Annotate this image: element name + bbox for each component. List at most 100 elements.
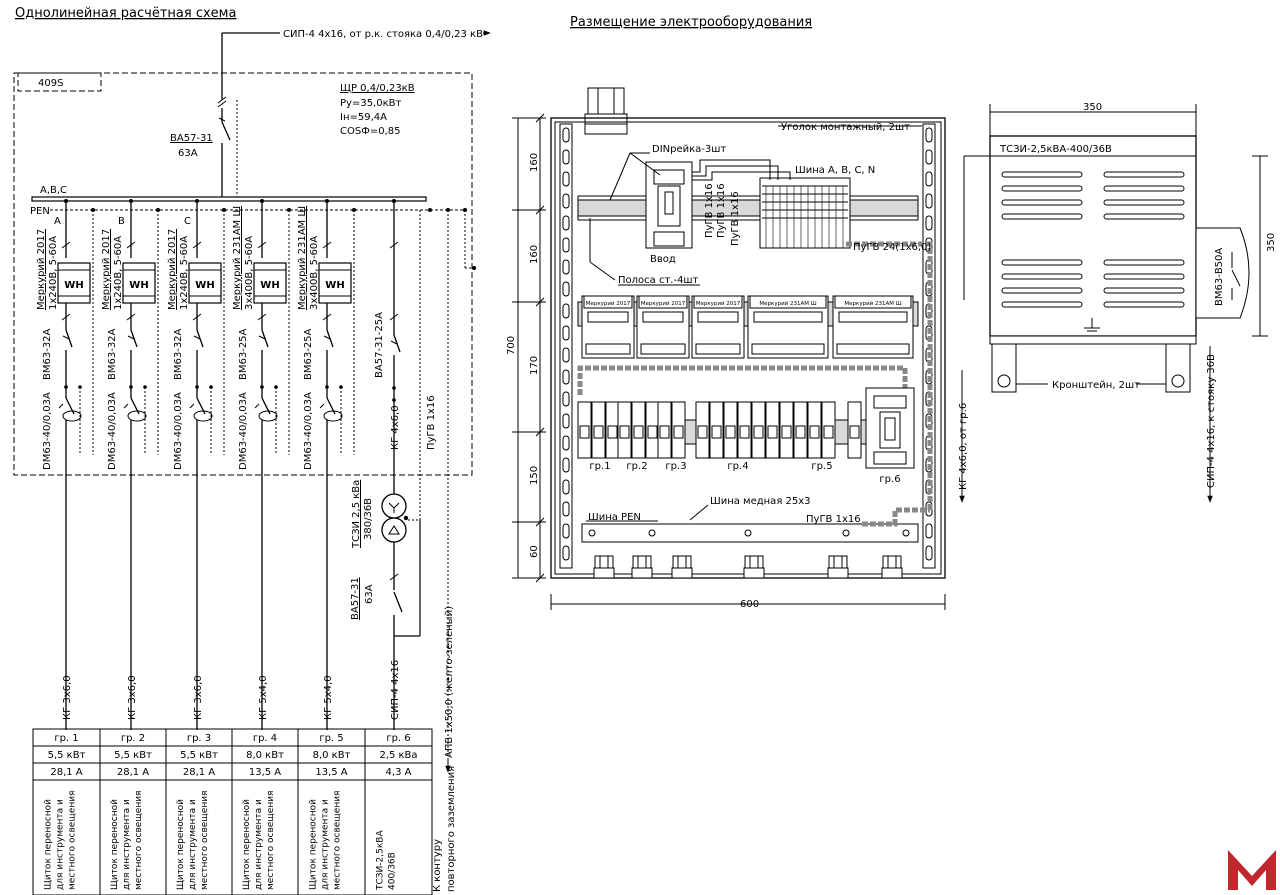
- meter-symbol: WH: [64, 280, 83, 291]
- branch-5-meter: Меркурий 231АМ Ш: [297, 206, 308, 310]
- feed-cable-label: СИП-4 4х16, от р.к. стояка 0,4/0,23 кВ: [283, 29, 483, 40]
- branch-4-cable: КГ 5х4,0: [258, 675, 269, 720]
- branch-3: WH: [188, 199, 226, 730]
- branch-4-rcd: DM63-40/0,03А: [238, 392, 249, 470]
- main-breaker-name: ВА57-31: [170, 133, 213, 144]
- branch-5-rcd: DM63-40/0,03А: [303, 392, 314, 470]
- logo-m-icon: [1228, 850, 1276, 890]
- bracket-label: Кронштейн, 2шт: [1052, 380, 1140, 391]
- branch-6-out-breaker: ВА57-31: [350, 577, 361, 620]
- branch-3-meter: Меркурий 2017: [167, 229, 178, 310]
- pugv16-a: ПуГВ 1х16: [704, 183, 715, 238]
- branch-2: WH: [122, 199, 160, 730]
- transformer-secondary: [381, 517, 407, 543]
- branch-5-cable: КГ 5х4,0: [323, 675, 334, 720]
- enclosure-code: 409S: [38, 78, 63, 89]
- branch-4-meter: Меркурий 231АМ Ш: [232, 206, 243, 310]
- dim-segment: 60: [529, 545, 540, 558]
- layout-meter-label: Меркурий 2017: [586, 300, 631, 307]
- left-title: Однолинейная расчётная схема: [15, 6, 236, 21]
- table-power-cell: 2,5 кВа: [379, 750, 417, 761]
- branch-5: WH: [318, 199, 356, 730]
- main-breaker-rating: 63А: [178, 148, 198, 159]
- table-power-cell: 5,5 кВт: [48, 750, 86, 761]
- panel-pu: Ру=35,0кВт: [340, 98, 401, 109]
- branch-1-rcd: DM63-40/0,03А: [42, 392, 53, 470]
- table-group-cell: гр. 1: [54, 733, 78, 744]
- table-group-cell: гр. 6: [386, 733, 410, 744]
- corner-label: Уголок монтажный, 2шт: [781, 122, 910, 133]
- table-power-cell: 5,5 кВт: [180, 750, 218, 761]
- branch-1: WH: [57, 199, 95, 730]
- branch-2-rcd: DM63-40/0,03А: [107, 392, 118, 470]
- phase-b-label: В: [118, 216, 125, 227]
- single-line-diagram: СИП-4 4х16, от р.к. стояка 0,4/0,23 кВ В…: [13, 29, 491, 892]
- layout-group-label: гр.2: [626, 461, 647, 472]
- dim-segment: 160: [529, 153, 540, 172]
- dim-width: 600: [740, 599, 759, 610]
- right-cable1-label: КГ 4х6,0, от гр.6: [958, 403, 969, 490]
- branch-5-meter-spec: 3х400В, 5-60А: [309, 236, 320, 310]
- branch-4: WH: [253, 199, 291, 730]
- grounding-cable-label: АПВ 1х50,0 (желто-зеленый): [444, 606, 455, 758]
- phase-c-label: С: [184, 216, 191, 227]
- table-current-cell: 28,1 А: [117, 767, 149, 778]
- transformer-name: ТСЗИ 2,5 кВа: [351, 480, 362, 549]
- table-power-cell: 8,0 кВт: [246, 750, 284, 761]
- pugv16-c: ПуГВ 1х16: [730, 191, 741, 246]
- transformer-title: ТСЗИ-2,5кВА-400/36В: [999, 144, 1112, 155]
- branch-2-meter-spec: 1х240В, 5-60А: [113, 236, 124, 310]
- branch-2-cable: КГ 3х6,0: [127, 675, 138, 720]
- branch-4-breaker: ВМ63-25А: [238, 328, 249, 380]
- meter-symbol: WH: [129, 280, 148, 291]
- busbars-label: Шина А, В, С, N: [795, 165, 875, 176]
- meter-symbol: WH: [195, 280, 214, 291]
- transformer-dim-width: 350: [1083, 102, 1102, 113]
- table-current-cell: 13,5 А: [315, 767, 347, 778]
- panel-in: Iн=59,4А: [340, 112, 387, 123]
- transformer-body: [989, 135, 1197, 337]
- branch-labels: Меркурий 2017 1х240В, 5-60А ВМ63-32А DM6…: [36, 206, 334, 720]
- branch-3-breaker: ВМ63-32А: [173, 328, 184, 380]
- panel-name: ЩР 0,4/0,23кВ: [340, 83, 415, 94]
- copper-bus-label: Шина медная 25х3: [710, 496, 811, 507]
- branch-6-pugv: ПуГВ 1х16: [426, 395, 437, 450]
- branch-6-cable: КГ 4х6,0: [390, 405, 401, 450]
- layout-meter-label: Меркурий 231АМ Ш: [844, 300, 901, 307]
- pugv-bottom-label: ПуГВ 1х16: [806, 514, 861, 525]
- branch-6-out-cable: СИП-4 4х16: [390, 660, 401, 720]
- table-group-cell: гр. 4: [253, 733, 277, 744]
- table-current-cell: 13,5 А: [249, 767, 281, 778]
- pen-bus-label: Шина PEN: [588, 512, 641, 523]
- meter-symbol: WH: [260, 280, 279, 291]
- pugv24-label: ПуГВ 24(1х6,0): [853, 242, 931, 253]
- panel-cos: COSФ=0,85: [340, 126, 400, 137]
- branch-2-breaker: ВМ63-32А: [107, 328, 118, 380]
- table-current-cell: 28,1 А: [183, 767, 215, 778]
- table-current-cell: 4,3 А: [386, 767, 412, 778]
- branch-6-out-rating: 63А: [364, 584, 375, 604]
- branch-4-meter-spec: 3х400В, 5-60А: [244, 236, 255, 310]
- branch-6: ВА57-31-25А КГ 4х6,0 ПуГВ 1х16 ТСЗИ 2,5 …: [350, 199, 437, 730]
- dim-total-height: 700: [506, 336, 517, 355]
- table-group-cell: гр. 3: [187, 733, 211, 744]
- right-title: Размещение электрооборудования: [570, 15, 812, 30]
- dim-segment: 170: [529, 356, 540, 375]
- transformer-breaker-label: ВМ63-В50А: [1214, 248, 1225, 306]
- bus-label: А,В,С: [40, 185, 67, 196]
- branch-5-breaker: ВМ63-25А: [303, 328, 314, 380]
- dim-segment: 160: [529, 245, 540, 264]
- transformer-voltage: 380/36В: [363, 498, 374, 540]
- meter-symbol: WH: [325, 280, 344, 291]
- table-group-cell: гр. 2: [121, 733, 145, 744]
